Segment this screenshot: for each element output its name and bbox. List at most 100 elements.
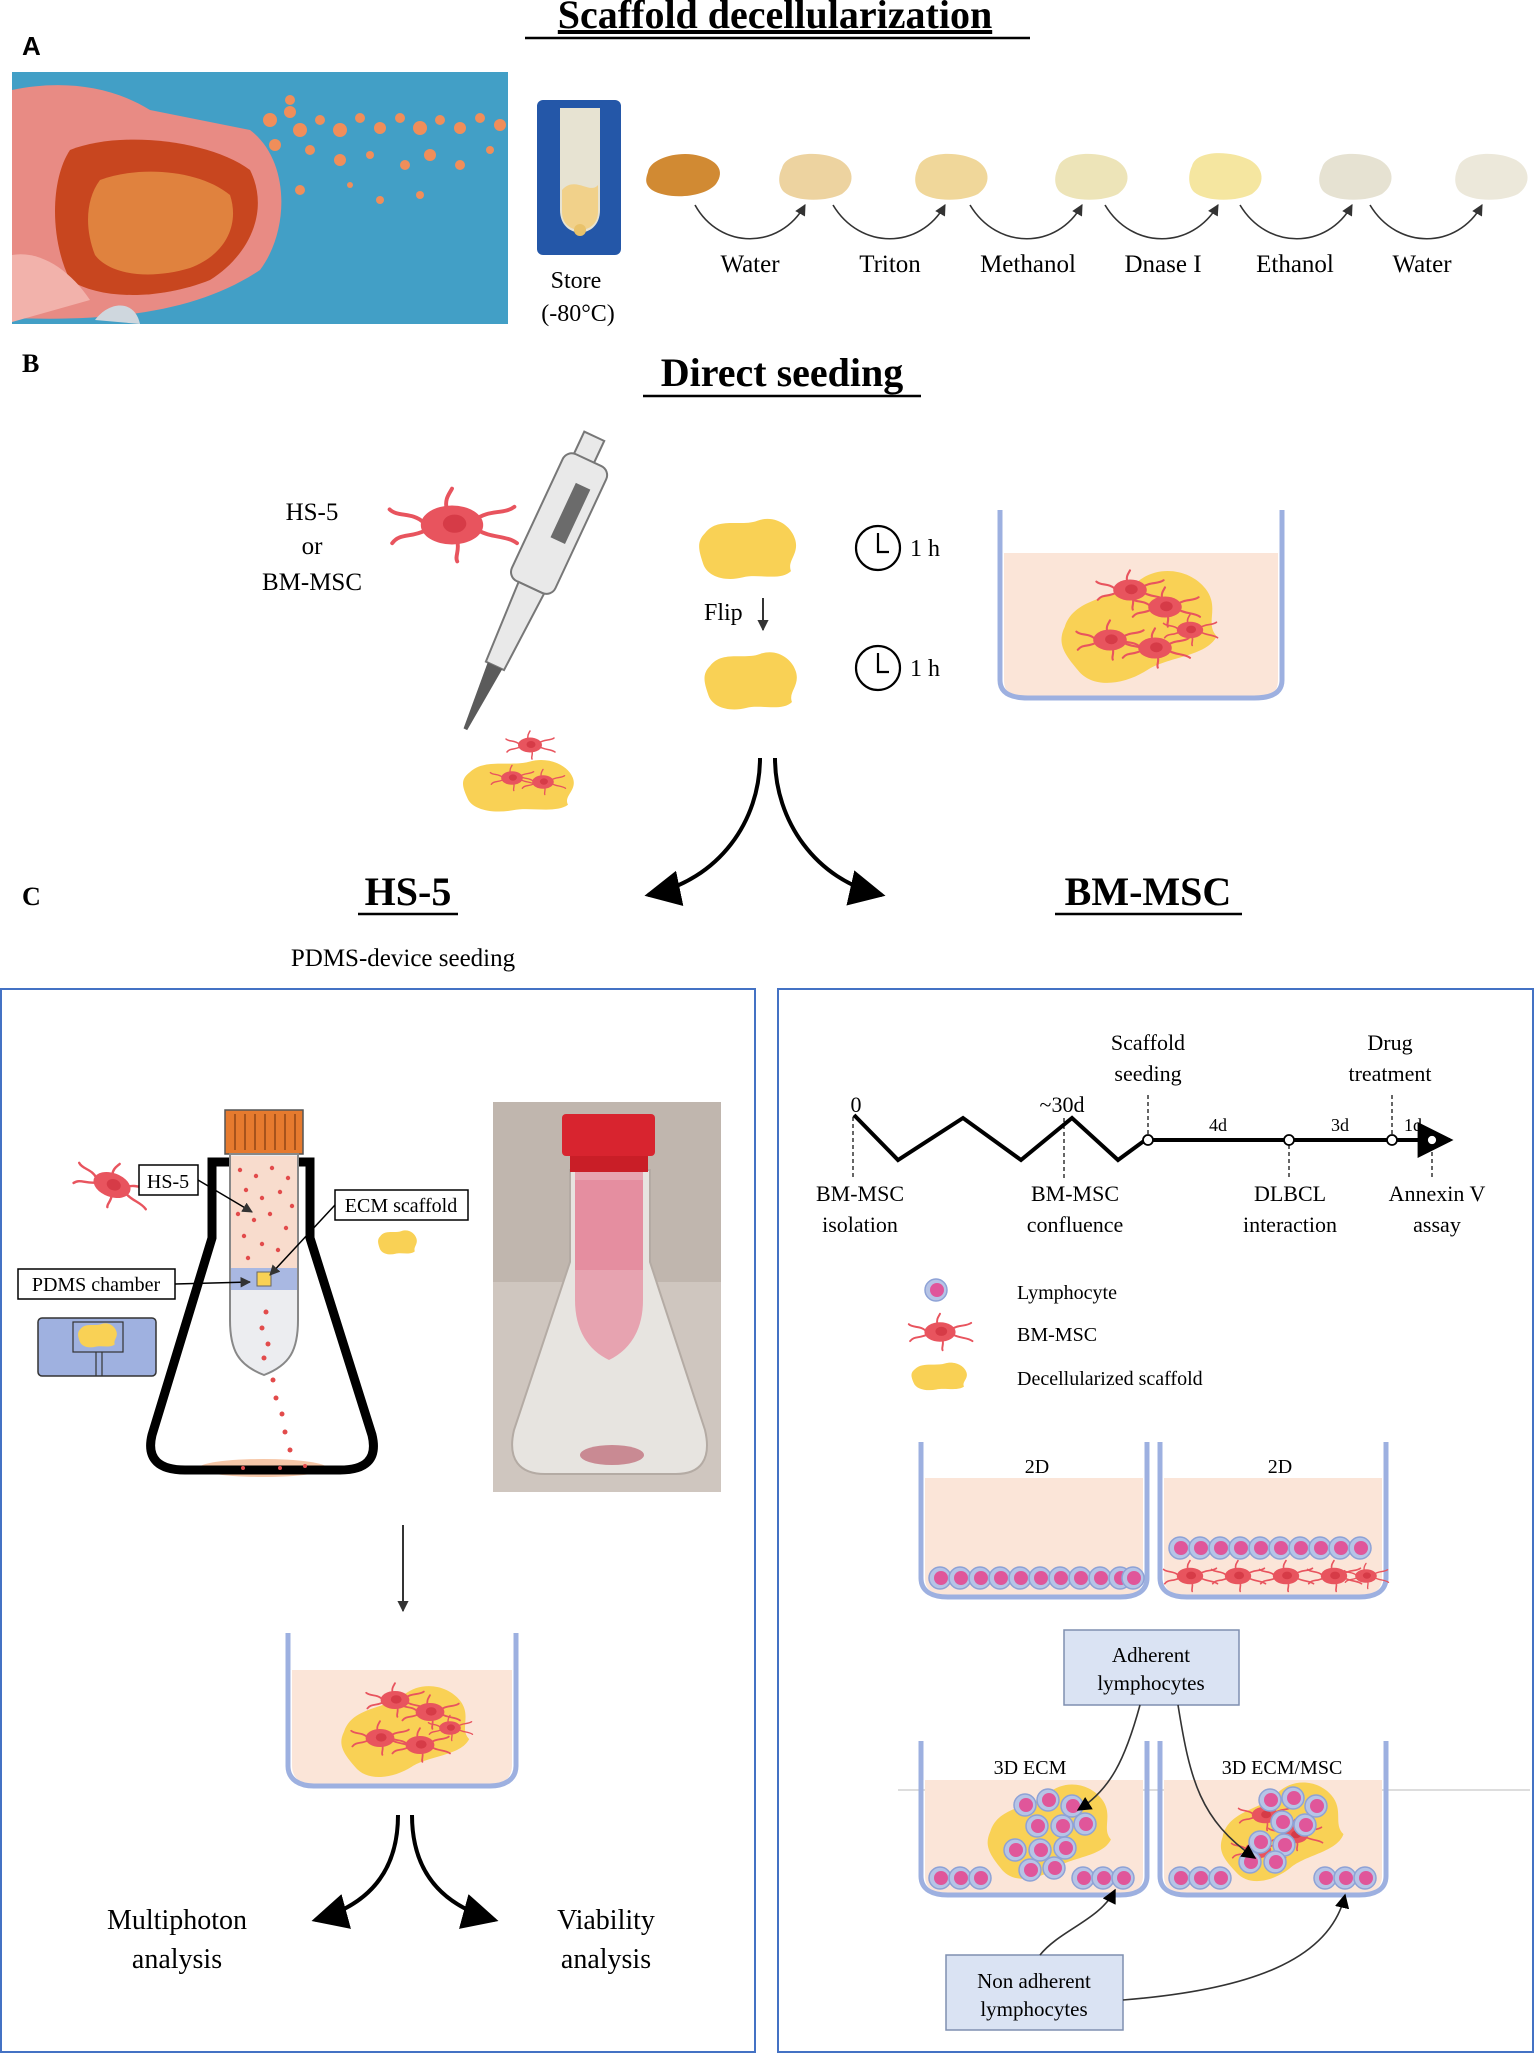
pdms-callout-label: PDMS chamber	[32, 1274, 161, 1296]
non-adherent-box	[945, 1954, 1124, 2031]
step-arrows	[694, 204, 1483, 240]
timeline	[852, 1095, 1454, 1180]
timeline-label-drug: Drug	[1367, 1030, 1412, 1055]
timeline-label-30d: ~30d	[1040, 1092, 1085, 1117]
well-label-2d-1: 2D	[1025, 1456, 1049, 1478]
well-label-3d-ecm: 3D ECM	[994, 1757, 1067, 1779]
timeline-label-0: 0	[851, 1092, 862, 1117]
timeline-label-seeding: seeding	[1114, 1061, 1181, 1086]
cell-or: or	[302, 533, 324, 560]
viability-label-1: Viability	[557, 1905, 655, 1936]
storage-tube-photo	[537, 100, 621, 255]
timeline-bottom-1b: isolation	[822, 1212, 898, 1237]
timeline-bottom-4b: assay	[1413, 1212, 1461, 1237]
stromal-cell-icon	[387, 486, 519, 564]
clock-icon	[854, 644, 902, 692]
well-2d-lymph	[918, 1442, 1150, 1600]
time-label-1: 1 h	[910, 536, 940, 562]
panel-a-letter: A	[22, 31, 41, 61]
step-arrow-4	[1104, 204, 1219, 240]
timeline-bottom-1a: BM-MSC	[816, 1181, 904, 1206]
interval-4d: 4d	[1209, 1115, 1227, 1135]
legend	[907, 1278, 974, 1391]
ecm-scaffold-icon	[378, 1230, 417, 1255]
interval-3d: 3d	[1331, 1115, 1349, 1135]
lymphocyte-icon	[924, 1278, 948, 1302]
hs5-panel	[0, 988, 756, 2053]
step-arrow-6	[1369, 204, 1483, 240]
sample-4	[1189, 153, 1262, 200]
cell-line-1: HS-5	[286, 499, 339, 526]
ecm-callout-label: ECM scaffold	[345, 1195, 457, 1217]
step-label-5: Ethanol	[1256, 251, 1334, 278]
step-arrow-2	[832, 204, 946, 240]
panel-b-title: Direct seeding	[661, 350, 904, 395]
panel-c-letter: C	[22, 882, 41, 911]
hs5-title: HS-5	[365, 869, 452, 914]
step-arrow-5	[1239, 204, 1353, 240]
multiphoton-label-2: analysis	[132, 1944, 222, 1975]
hs5-callout-label: HS-5	[147, 1171, 189, 1193]
sample-5	[1319, 153, 1392, 200]
bmmsc-title: BM-MSC	[1065, 869, 1232, 914]
panel-b-letter: B	[22, 349, 39, 378]
legend-bmmsc: BM-MSC	[1017, 1324, 1097, 1346]
time-label-2: 1 h	[910, 656, 940, 682]
analysis-split-arrows	[311, 1814, 499, 1929]
seeded-well-c	[285, 1633, 519, 1789]
multiphoton-label-1: Multiphoton	[107, 1905, 247, 1936]
ecm-callout: ECM scaffold	[269, 1189, 469, 1276]
flask-photo	[493, 1102, 721, 1492]
non-adherent-arrows	[1039, 1888, 1350, 2001]
step-arrow-3	[969, 204, 1083, 240]
non-adherent-label-1: Non adherent	[977, 1969, 1091, 1993]
timeline-bottom-2a: BM-MSC	[1031, 1181, 1119, 1206]
pipette-seeded-scaffold	[463, 730, 574, 812]
sample-0	[646, 153, 721, 197]
adherent-box	[1063, 1629, 1240, 1706]
split-arrows	[644, 757, 886, 906]
flask-diagram	[146, 1109, 378, 1477]
flip-label: Flip	[704, 600, 743, 626]
viability-label-2: analysis	[561, 1944, 651, 1975]
pdms-seeding-label: PDMS-device seeding	[291, 945, 516, 972]
adherent-arrows	[1076, 1704, 1257, 1859]
well-3d-ecm-msc	[1157, 1741, 1389, 1898]
sample-6	[1455, 153, 1528, 200]
scaffold-top	[699, 518, 797, 579]
timeline-label-scaffold: Scaffold	[1111, 1030, 1185, 1055]
scaffold-bottom	[704, 652, 797, 710]
timeline-bottom-2b: confluence	[1027, 1212, 1124, 1237]
timeline-bottom-4a: Annexin V	[1389, 1181, 1486, 1206]
step-label-6: Water	[1392, 251, 1452, 278]
sample-sequence	[646, 153, 1528, 200]
store-label: Store	[551, 268, 602, 294]
timeline-bottom-3b: interaction	[1243, 1212, 1337, 1237]
store-temp: (-80°C)	[541, 301, 615, 327]
bmmsc-panel	[777, 988, 1534, 2053]
legend-lymphocyte: Lymphocyte	[1017, 1282, 1117, 1304]
timeline-bottom-3a: DLBCL	[1254, 1181, 1326, 1206]
hs5-callout: HS-5	[138, 1164, 253, 1213]
adherent-label-2: lymphocytes	[1097, 1671, 1204, 1695]
well-label-3d-ecm-msc: 3D ECM/MSC	[1222, 1757, 1343, 1779]
well-label-2d-2: 2D	[1268, 1456, 1292, 1478]
interval-1d: 1d	[1404, 1115, 1422, 1135]
pipette-icon	[463, 430, 609, 731]
sample-1	[779, 153, 852, 200]
bmmsc-icon	[907, 1312, 974, 1352]
timeline-label-treatment: treatment	[1348, 1061, 1431, 1086]
well-2d-msc	[1157, 1442, 1390, 1600]
pdms-chamber-inset	[37, 1317, 157, 1377]
step-arrow-1	[694, 204, 806, 240]
panel-a-title: Scaffold decellularization	[558, 0, 992, 37]
step-label-1: Water	[720, 251, 780, 278]
scaffold-icon	[911, 1362, 967, 1391]
non-adherent-label-2: lymphocytes	[980, 1997, 1087, 2021]
legend-scaffold: Decellularized scaffold	[1017, 1368, 1203, 1390]
cell-line-2: BM-MSC	[262, 569, 362, 596]
step-label-4: Dnase I	[1124, 251, 1201, 278]
sample-3	[1055, 153, 1128, 200]
sample-2	[915, 153, 988, 200]
